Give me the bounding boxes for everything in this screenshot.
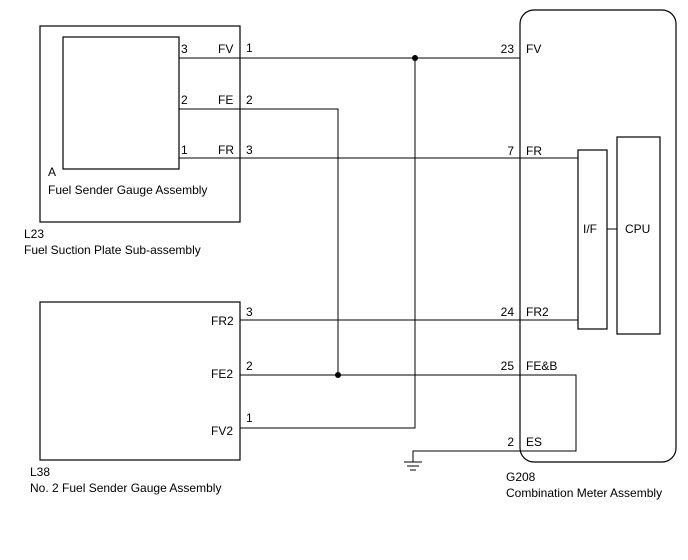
cpu-box [616,136,661,335]
g208-pin-number-7: 7 [507,144,514,158]
wire-ground [412,450,520,462]
l38-box [39,301,241,461]
g208-pin-number-25: 25 [501,359,515,373]
inner-assembly-name: Fuel Sender Gauge Assembly [48,183,207,197]
l38-pin-fe2: FE2 [211,367,233,381]
g208-box [519,9,677,463]
l38-name: No. 2 Fuel Sender Gauge Assembly [30,481,221,495]
wire-fv2 [240,58,416,429]
g208-code: G208 [506,470,536,484]
g208-pin-fe-b: FE&B [526,359,557,373]
junction-dot-fv [412,55,418,61]
g208-pin-number-23: 23 [501,42,515,56]
junction-dot-fe [335,372,341,378]
l38-connector-pin-1: 1 [246,411,253,425]
g208-name: Combination Meter Assembly [506,486,662,500]
l23-pin-fv: FV [218,42,233,56]
ground-icon [404,461,422,471]
g208-pin-number-2: 2 [507,435,514,449]
inner-pin-1: 1 [181,143,188,157]
inner-assembly-label: A [48,165,56,179]
g208-pin-es: ES [526,435,542,449]
g208-pin-fr: FR [526,144,542,158]
l23-pin-fr: FR [218,143,234,157]
inner-pin-3: 3 [181,42,188,56]
l38-pin-fr2: FR2 [211,314,234,328]
l23-connector-pin-3: 3 [246,143,253,157]
g208-pin-fv: FV [526,42,541,56]
wire-fe [179,108,339,375]
interface-box [577,149,608,330]
l23-connector-pin-1: 1 [246,41,253,55]
l38-connector-pin-3: 3 [246,305,253,319]
wire-feb-es-loop [520,374,577,452]
l38-code: L38 [30,465,50,479]
l23-name: Fuel Suction Plate Sub-assembly [24,243,201,257]
l23-code: L23 [24,227,44,241]
interface-label: I/F [583,222,597,236]
l23-connector-pin-2: 2 [246,93,253,107]
cpu-label: CPU [625,222,650,236]
g208-pin-fr2: FR2 [526,305,549,319]
l38-connector-pin-2: 2 [246,359,253,373]
inner-pin-2: 2 [181,93,188,107]
l38-pin-fv2: FV2 [211,424,233,438]
l23-outer-box [39,25,241,223]
fuel-sender-gauge-box [62,36,180,170]
g208-pin-number-24: 24 [501,305,515,319]
l23-pin-fe: FE [218,93,233,107]
